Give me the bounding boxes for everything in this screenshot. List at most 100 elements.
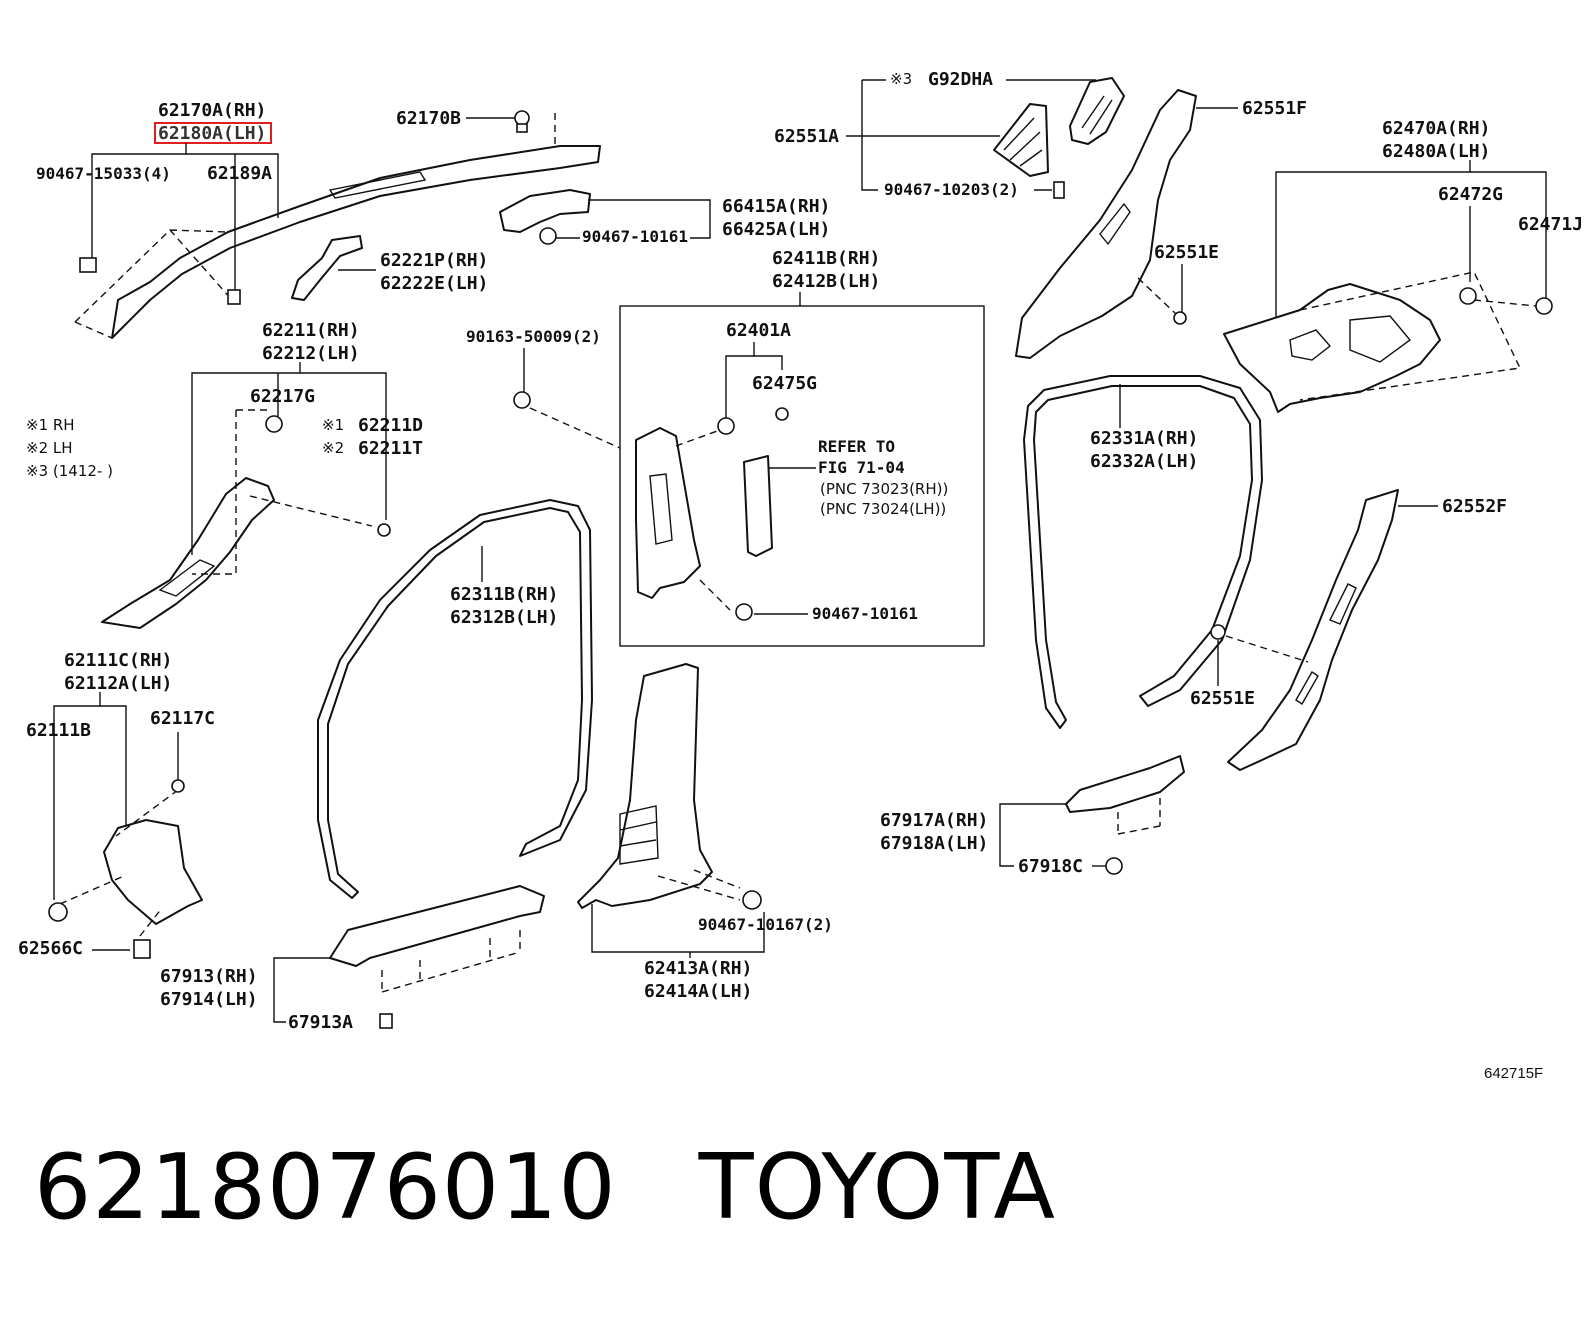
rear-door-opening-group: 62331A(RH) 62332A(LH) [1023,375,1263,729]
label-62117c[interactable]: 62117C [150,708,215,729]
label-62217g[interactable]: 62217G [250,386,315,407]
label-62170a[interactable]: 62170A(RH) [158,100,266,121]
label-90467-10161-b[interactable]: 90467-10161 [812,604,918,623]
center-pillar-lower-group: 90467-10167(2) 62413A(RH) 62414A(LH) [577,663,833,1002]
bracket-66415a-shape [499,189,591,233]
label-62475g[interactable]: 62475G [752,373,817,394]
roof-garnish-shape [111,145,601,339]
label-62566c[interactable]: 62566C [18,938,83,959]
label-62551e-bot[interactable]: 62551E [1190,688,1255,709]
clip-90467-10167 [742,890,762,910]
label-62112a[interactable]: 62112A(LH) [64,673,172,694]
label-62180a[interactable]: 62180A(LH) [158,123,266,144]
bracket-62221p-shape [291,235,363,301]
center-box-phantom [675,429,731,611]
leader-62401a [725,342,755,418]
center-pillar-lower-grille [619,805,659,865]
label-90467-10161-a[interactable]: 90467-10161 [582,227,688,246]
package-tray-trim-group: 62470A(RH) 62480A(LH) 62472G 62471J [1223,118,1583,413]
clip-62217g [265,415,283,433]
label-90467-10167[interactable]: 90467-10167(2) [698,915,833,934]
center-pillar-lower-phantom [657,869,741,901]
label-62189a[interactable]: 62189A [207,163,272,184]
clip-67913a [379,1013,393,1029]
detail-box [619,305,985,647]
leader-67913a [273,994,286,1023]
label-62551a[interactable]: 62551A [774,126,839,147]
package-tray-phantom [1299,271,1537,401]
rear-pillar-upper-shape [1015,89,1197,359]
label-62414a[interactable]: 62414A(LH) [644,981,752,1002]
front-door-opening-group: 62311B(RH) 62312B(LH) 67913(RH) 67914(LH… [160,327,621,1033]
leader-62413a [591,904,765,953]
footer: 6218076010 TOYOTA [34,1138,1056,1238]
leader-62211-b [300,372,387,520]
leader-67917a [999,803,1066,830]
label-90467-10203[interactable]: 90467-10203(2) [884,180,1019,199]
label-67914[interactable]: 67914(LH) [160,989,258,1010]
cowl-side-group: 62111C(RH) 62112A(LH) 62111B 62117C 6256… [18,650,215,959]
label-62111b[interactable]: 62111B [26,720,91,741]
figure-code: 642715F [1484,1065,1543,1082]
rear-pillar-lower-phantom [1225,635,1309,663]
rear-pillar-upper-phantom [1137,277,1177,315]
label-62221p[interactable]: 62221P(RH) [380,250,488,271]
leader-62170a-b [186,153,279,218]
label-66425a[interactable]: 66425A(LH) [722,219,830,240]
note-1-rh: ※1 RH [26,416,75,434]
label-67917a[interactable]: 67917A(RH) [880,810,988,831]
label-62413a[interactable]: 62413A(RH) [644,958,752,979]
rear-pillar-group: ※3 G92DHA 62551A 90467-10203(2) 62551F 6… [774,69,1307,359]
clip-62472g [1459,287,1477,305]
front-pillar-group: 62211(RH) 62212(LH) 62217G ※1 RH ※2 LH ※… [26,320,423,629]
label-66415a[interactable]: 66415A(RH) [722,196,830,217]
center-pillar-lower-shape [577,663,713,909]
package-tray-trim-shape [1223,283,1441,413]
label-90163[interactable]: 90163-50009(2) [466,327,601,346]
roof-garnish-phantom [74,113,556,339]
label-62411b[interactable]: 62411B(RH) [772,248,880,269]
label-67918a[interactable]: 67918A(LH) [880,833,988,854]
label-62551e-top[interactable]: 62551E [1154,242,1219,263]
front-pillar-inner [158,559,216,597]
label-62311b[interactable]: 62311B(RH) [450,584,558,605]
label-g92dha[interactable]: G92DHA [928,69,993,90]
label-67918c[interactable]: 67918C [1018,856,1083,877]
label-62480a[interactable]: 62480A(LH) [1382,141,1490,162]
label-62211t[interactable]: 62211T [358,438,423,459]
label-62170b[interactable]: 62170B [396,108,461,129]
label-62211d[interactable]: 62211D [358,415,423,436]
label-62472g[interactable]: 62472G [1438,184,1503,205]
label-62332a[interactable]: 62332A(LH) [1090,451,1198,472]
note-3-date: ※3 (1412- ) [26,462,113,480]
label-62222e[interactable]: 62222E(LH) [380,273,488,294]
label-62211[interactable]: 62211(RH) [262,320,360,341]
glass-g92dha-shape [1069,77,1125,145]
screw-90163-phantom [529,407,621,449]
rear-pillar-lower-inner [1295,583,1357,705]
label-62470a[interactable]: 62470A(RH) [1382,118,1490,139]
label-62471j[interactable]: 62471J [1518,214,1583,235]
clip-62189a [227,289,241,305]
label-67913a[interactable]: 67913A [288,1012,353,1033]
label-62412b[interactable]: 62412B(LH) [772,271,880,292]
label-62551f[interactable]: 62551F [1242,98,1307,119]
cowl-phantom [59,789,179,937]
screw-90163 [513,391,531,409]
mark-2: ※2 [322,439,344,457]
label-62331a[interactable]: 62331A(RH) [1090,428,1198,449]
label-67913[interactable]: 67913(RH) [160,966,258,987]
label-62212[interactable]: 62212(LH) [262,343,360,364]
label-62111c[interactable]: 62111C(RH) [64,650,172,671]
leader-62111c-b [100,705,127,826]
center-pillar-upper-group: 62411B(RH) 62412B(LH) 62401A 62475G REFE… [619,248,985,647]
leader-62170a [91,143,187,262]
clip-62111b [48,902,68,922]
seat-belt-anchor-shape [743,455,773,557]
label-62552f[interactable]: 62552F [1442,496,1507,517]
label-62312b[interactable]: 62312B(LH) [450,607,558,628]
label-90467-15033[interactable]: 90467-15033(4) [36,164,171,183]
label-62401a[interactable]: 62401A [726,320,791,341]
clip-62170b [514,110,530,133]
